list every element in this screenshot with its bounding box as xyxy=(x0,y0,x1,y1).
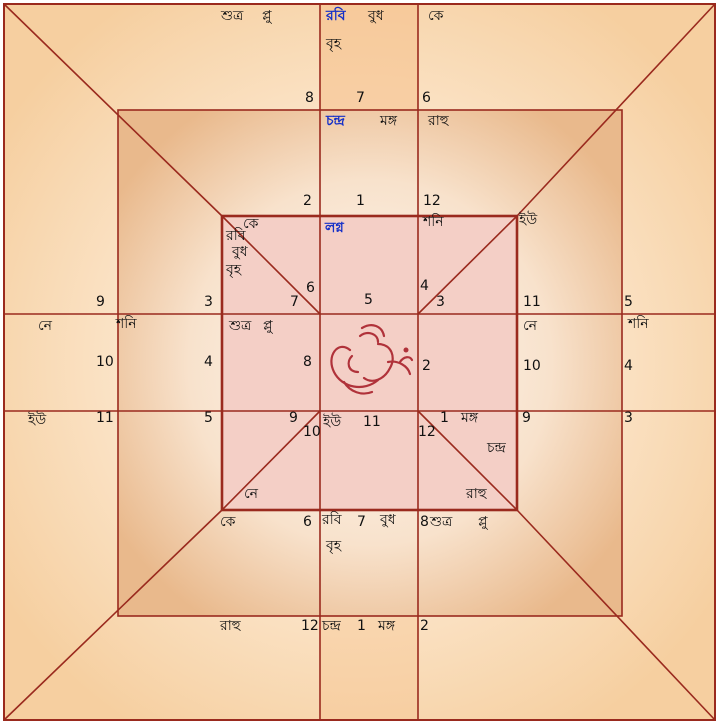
planet-label: মঙ্গ xyxy=(461,410,478,426)
house-number: 12 xyxy=(423,193,441,209)
planet-label: নে xyxy=(38,318,52,334)
planet-label: শুত্র xyxy=(229,318,251,334)
planet-label: শুত্র xyxy=(430,514,452,530)
house-number: 7 xyxy=(290,294,299,310)
house-number: 8 xyxy=(420,514,429,530)
planet-label: রাহু xyxy=(220,618,241,634)
house-number: 12 xyxy=(301,618,319,634)
planet-label: বৃহ xyxy=(226,262,241,278)
house-number: 4 xyxy=(204,354,213,370)
house-number: 11 xyxy=(96,410,114,426)
house-number: 6 xyxy=(306,280,315,296)
house-number: 8 xyxy=(305,90,314,106)
planet-label: প্লু xyxy=(263,318,273,334)
house-number: 3 xyxy=(624,410,633,426)
house-number: 1 xyxy=(440,410,449,426)
planet-label: বুধ xyxy=(368,8,384,24)
house-number: 10 xyxy=(523,358,541,374)
planet-label: রাহু xyxy=(466,486,487,502)
planet-label: রবি xyxy=(326,8,346,24)
planet-label: মঙ্গ xyxy=(378,618,395,634)
planet-label: বুধ xyxy=(380,512,396,528)
planet-label: রবি xyxy=(226,228,246,244)
logo-dot xyxy=(404,348,409,353)
house-number: 5 xyxy=(624,294,633,310)
planet-label: নে xyxy=(244,486,258,502)
planet-label: নে xyxy=(523,318,537,334)
planet-label: কে xyxy=(220,514,235,530)
planet-label: ইউ xyxy=(519,212,537,228)
planet-label: মঙ্গ xyxy=(380,113,397,129)
planet-label: বৃহ xyxy=(326,538,341,554)
house-number: 7 xyxy=(356,90,365,106)
house-number: 8 xyxy=(303,354,312,370)
house-number: 2 xyxy=(303,193,312,209)
house-number: 6 xyxy=(422,90,431,106)
planet-label: ইউ xyxy=(28,412,46,428)
planet-label: কে xyxy=(428,8,443,24)
planet-label: শুত্র xyxy=(221,8,243,24)
house-number: 3 xyxy=(204,294,213,310)
planet-label: প্লু xyxy=(478,514,488,530)
house-number: 6 xyxy=(303,514,312,530)
planet-label: চন্দ্র xyxy=(487,440,506,456)
house-number: 12 xyxy=(418,424,436,440)
house-number: 10 xyxy=(303,424,321,440)
planet-label: বৃহ xyxy=(326,36,341,52)
planet-label: বুধ xyxy=(232,244,248,260)
house-number: 9 xyxy=(96,294,105,310)
planet-label: চন্দ্র xyxy=(326,113,345,129)
house-number: 2 xyxy=(420,618,429,634)
house-number: 5 xyxy=(204,410,213,426)
house-number: 11 xyxy=(523,294,541,310)
planet-label: শনি xyxy=(423,214,444,230)
house-number: 11 xyxy=(363,414,381,430)
planet-label: শনি xyxy=(116,316,137,332)
house-number: 1 xyxy=(356,193,365,209)
house-number: 7 xyxy=(357,514,366,530)
house-number: 5 xyxy=(364,292,373,308)
house-number: 4 xyxy=(624,358,633,374)
house-number: 2 xyxy=(422,358,431,374)
planet-label: লগ্ন xyxy=(325,220,344,236)
planet-label: রাহু xyxy=(428,113,449,129)
house-number: 9 xyxy=(522,410,531,426)
house-number: 4 xyxy=(420,278,429,294)
planet-label: ইউ xyxy=(323,414,341,430)
planet-label: শনি xyxy=(628,316,649,332)
house-number: 1 xyxy=(357,618,366,634)
planet-label: প্লু xyxy=(262,8,272,24)
house-number: 3 xyxy=(436,294,445,310)
planet-label: চন্দ্র xyxy=(322,618,341,634)
house-number: 9 xyxy=(289,410,298,426)
house-number: 10 xyxy=(96,354,114,370)
planet-label: রবি xyxy=(322,512,342,528)
